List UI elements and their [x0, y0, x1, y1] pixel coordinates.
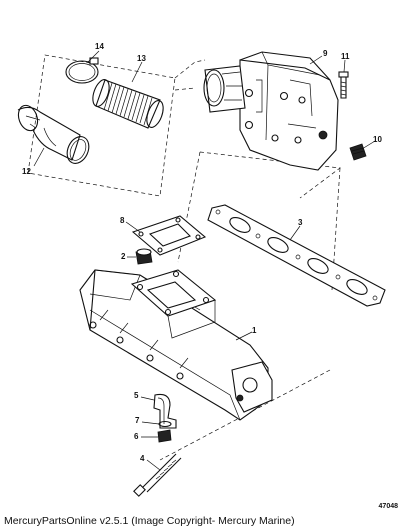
small-plug [157, 429, 172, 443]
exhaust-manifold [79, 269, 273, 421]
callout-9: 9 [323, 49, 328, 58]
callout-8: 8 [120, 216, 125, 225]
manifold-gasket [207, 204, 386, 307]
drain-plug [349, 143, 367, 161]
elbow-bolt [338, 71, 349, 99]
callout-6: 6 [134, 432, 139, 441]
callout-13: 13 [137, 54, 146, 63]
leader-lines [33, 50, 376, 471]
callout-2: 2 [121, 252, 126, 261]
hose-fitting [153, 393, 177, 429]
callout-5: 5 [134, 391, 139, 400]
elbow-gasket [131, 215, 207, 256]
callout-4: 4 [140, 454, 145, 463]
callout-3: 3 [298, 218, 303, 227]
callout-10: 10 [373, 135, 382, 144]
part-number: 47048 [378, 503, 398, 510]
callout-1: 1 [252, 326, 257, 335]
callout-labels: 14 13 12 9 11 10 8 3 2 1 5 7 6 4 [22, 42, 382, 463]
manifold-bolt [133, 453, 182, 497]
exhaust-elbow [203, 51, 339, 171]
manifold-plug [135, 248, 153, 265]
exhaust-hose [92, 79, 164, 129]
callout-7: 7 [135, 416, 140, 425]
hose-clamp [65, 57, 99, 84]
callout-14: 14 [95, 42, 104, 51]
callout-12: 12 [22, 167, 31, 176]
exhaust-tube [17, 104, 90, 164]
callout-11: 11 [341, 52, 350, 61]
copyright-footer: MercuryPartsOnline v2.5.1 (Image Copyrig… [4, 515, 295, 527]
